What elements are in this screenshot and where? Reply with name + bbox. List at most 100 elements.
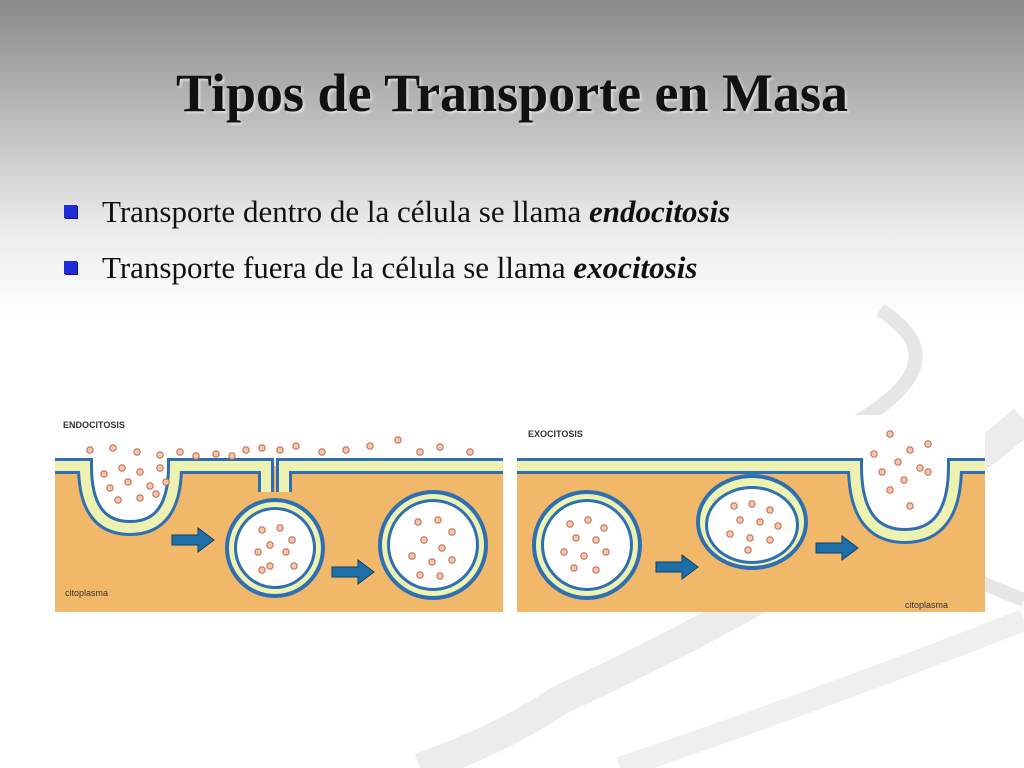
right-arrow-icon <box>171 527 215 553</box>
particle <box>600 524 608 532</box>
particle <box>106 484 114 492</box>
particle <box>580 552 588 560</box>
particle <box>900 476 908 484</box>
particle <box>118 464 126 472</box>
particle <box>162 478 170 486</box>
particle <box>282 548 290 556</box>
bullet-list: Transporte dentro de la célula se llama … <box>62 190 730 302</box>
particle <box>258 566 266 574</box>
particle <box>566 520 574 528</box>
exocytosis-panel: EXOCITOSIS citoplasma <box>517 415 985 612</box>
particle <box>146 482 154 490</box>
particle <box>434 516 442 524</box>
particle <box>560 548 568 556</box>
particle <box>584 516 592 524</box>
particle <box>192 452 200 460</box>
particle <box>136 494 144 502</box>
bullet-text: Transporte dentro de la célula se llama <box>102 194 589 229</box>
endocytosis-label: ENDOCITOSIS <box>63 420 125 430</box>
particle <box>366 442 374 450</box>
particle <box>288 536 296 544</box>
particle <box>466 448 474 456</box>
particle <box>276 446 284 454</box>
particle <box>86 446 94 454</box>
right-arrow-icon <box>815 535 859 561</box>
square-bullet-icon <box>64 205 77 218</box>
particle <box>916 464 924 472</box>
particle <box>394 436 402 444</box>
particle <box>774 522 782 530</box>
particle <box>114 496 122 504</box>
endocytosis-panel: ENDOCITOSIS citoplasma <box>55 412 503 612</box>
particle <box>416 448 424 456</box>
particle <box>420 536 428 544</box>
particle <box>254 548 262 556</box>
particle <box>438 544 446 552</box>
bullet-text: Transporte fuera de la célula se llama <box>102 250 574 285</box>
cytoplasm-label: citoplasma <box>905 600 948 610</box>
right-arrow-icon <box>655 554 699 580</box>
particle <box>109 444 117 452</box>
particle <box>136 468 144 476</box>
bullet-emphasis: endocitosis <box>588 194 731 229</box>
particle <box>228 452 236 460</box>
particle <box>886 430 894 438</box>
particle <box>592 566 600 574</box>
endocytosis-particles <box>86 436 474 580</box>
particle <box>756 518 764 526</box>
particle <box>726 530 734 538</box>
particle <box>258 444 266 452</box>
bullet-endocytosis: Transporte dentro de la célula se llama … <box>62 190 730 246</box>
particle <box>266 541 274 549</box>
particle <box>448 528 456 536</box>
particle <box>766 506 774 514</box>
particle <box>744 546 752 554</box>
particle <box>448 556 456 564</box>
particle <box>894 458 902 466</box>
particle <box>736 516 744 524</box>
particle <box>258 526 266 534</box>
bullet-emphasis: exocitosis <box>573 250 698 285</box>
exocytosis-particles <box>560 430 932 574</box>
particle <box>318 448 326 456</box>
particle <box>878 468 886 476</box>
particle <box>906 502 914 510</box>
exocytosis-label: EXOCITOSIS <box>528 429 583 439</box>
particle <box>408 552 416 560</box>
particle <box>570 564 578 572</box>
particle <box>176 448 184 456</box>
particle <box>924 468 932 476</box>
particle <box>730 502 738 510</box>
particle <box>156 464 164 472</box>
particle <box>212 450 220 458</box>
particle <box>924 440 932 448</box>
square-bullet-icon <box>64 261 77 274</box>
particle <box>436 443 444 451</box>
particle <box>292 442 300 450</box>
slide-title: Tipos de Transporte en Masa <box>175 63 849 123</box>
particle <box>133 448 141 456</box>
particle <box>414 518 422 526</box>
particle <box>152 490 160 498</box>
particle <box>746 534 754 542</box>
cytoplasm-label: citoplasma <box>65 588 108 598</box>
particle <box>242 446 250 454</box>
particle <box>906 446 914 454</box>
right-arrow-icon <box>331 559 375 585</box>
particle <box>156 451 164 459</box>
particle <box>592 536 600 544</box>
particle <box>748 500 756 508</box>
particle <box>572 534 580 542</box>
particle <box>266 562 274 570</box>
particle <box>870 450 878 458</box>
particle <box>886 486 894 494</box>
particle <box>416 571 424 579</box>
bullet-exocytosis: Transporte fuera de la célula se llama e… <box>62 246 730 302</box>
particle <box>290 562 298 570</box>
particle <box>436 572 444 580</box>
particle <box>428 558 436 566</box>
particle <box>602 548 610 556</box>
particle <box>100 470 108 478</box>
particle <box>766 536 774 544</box>
